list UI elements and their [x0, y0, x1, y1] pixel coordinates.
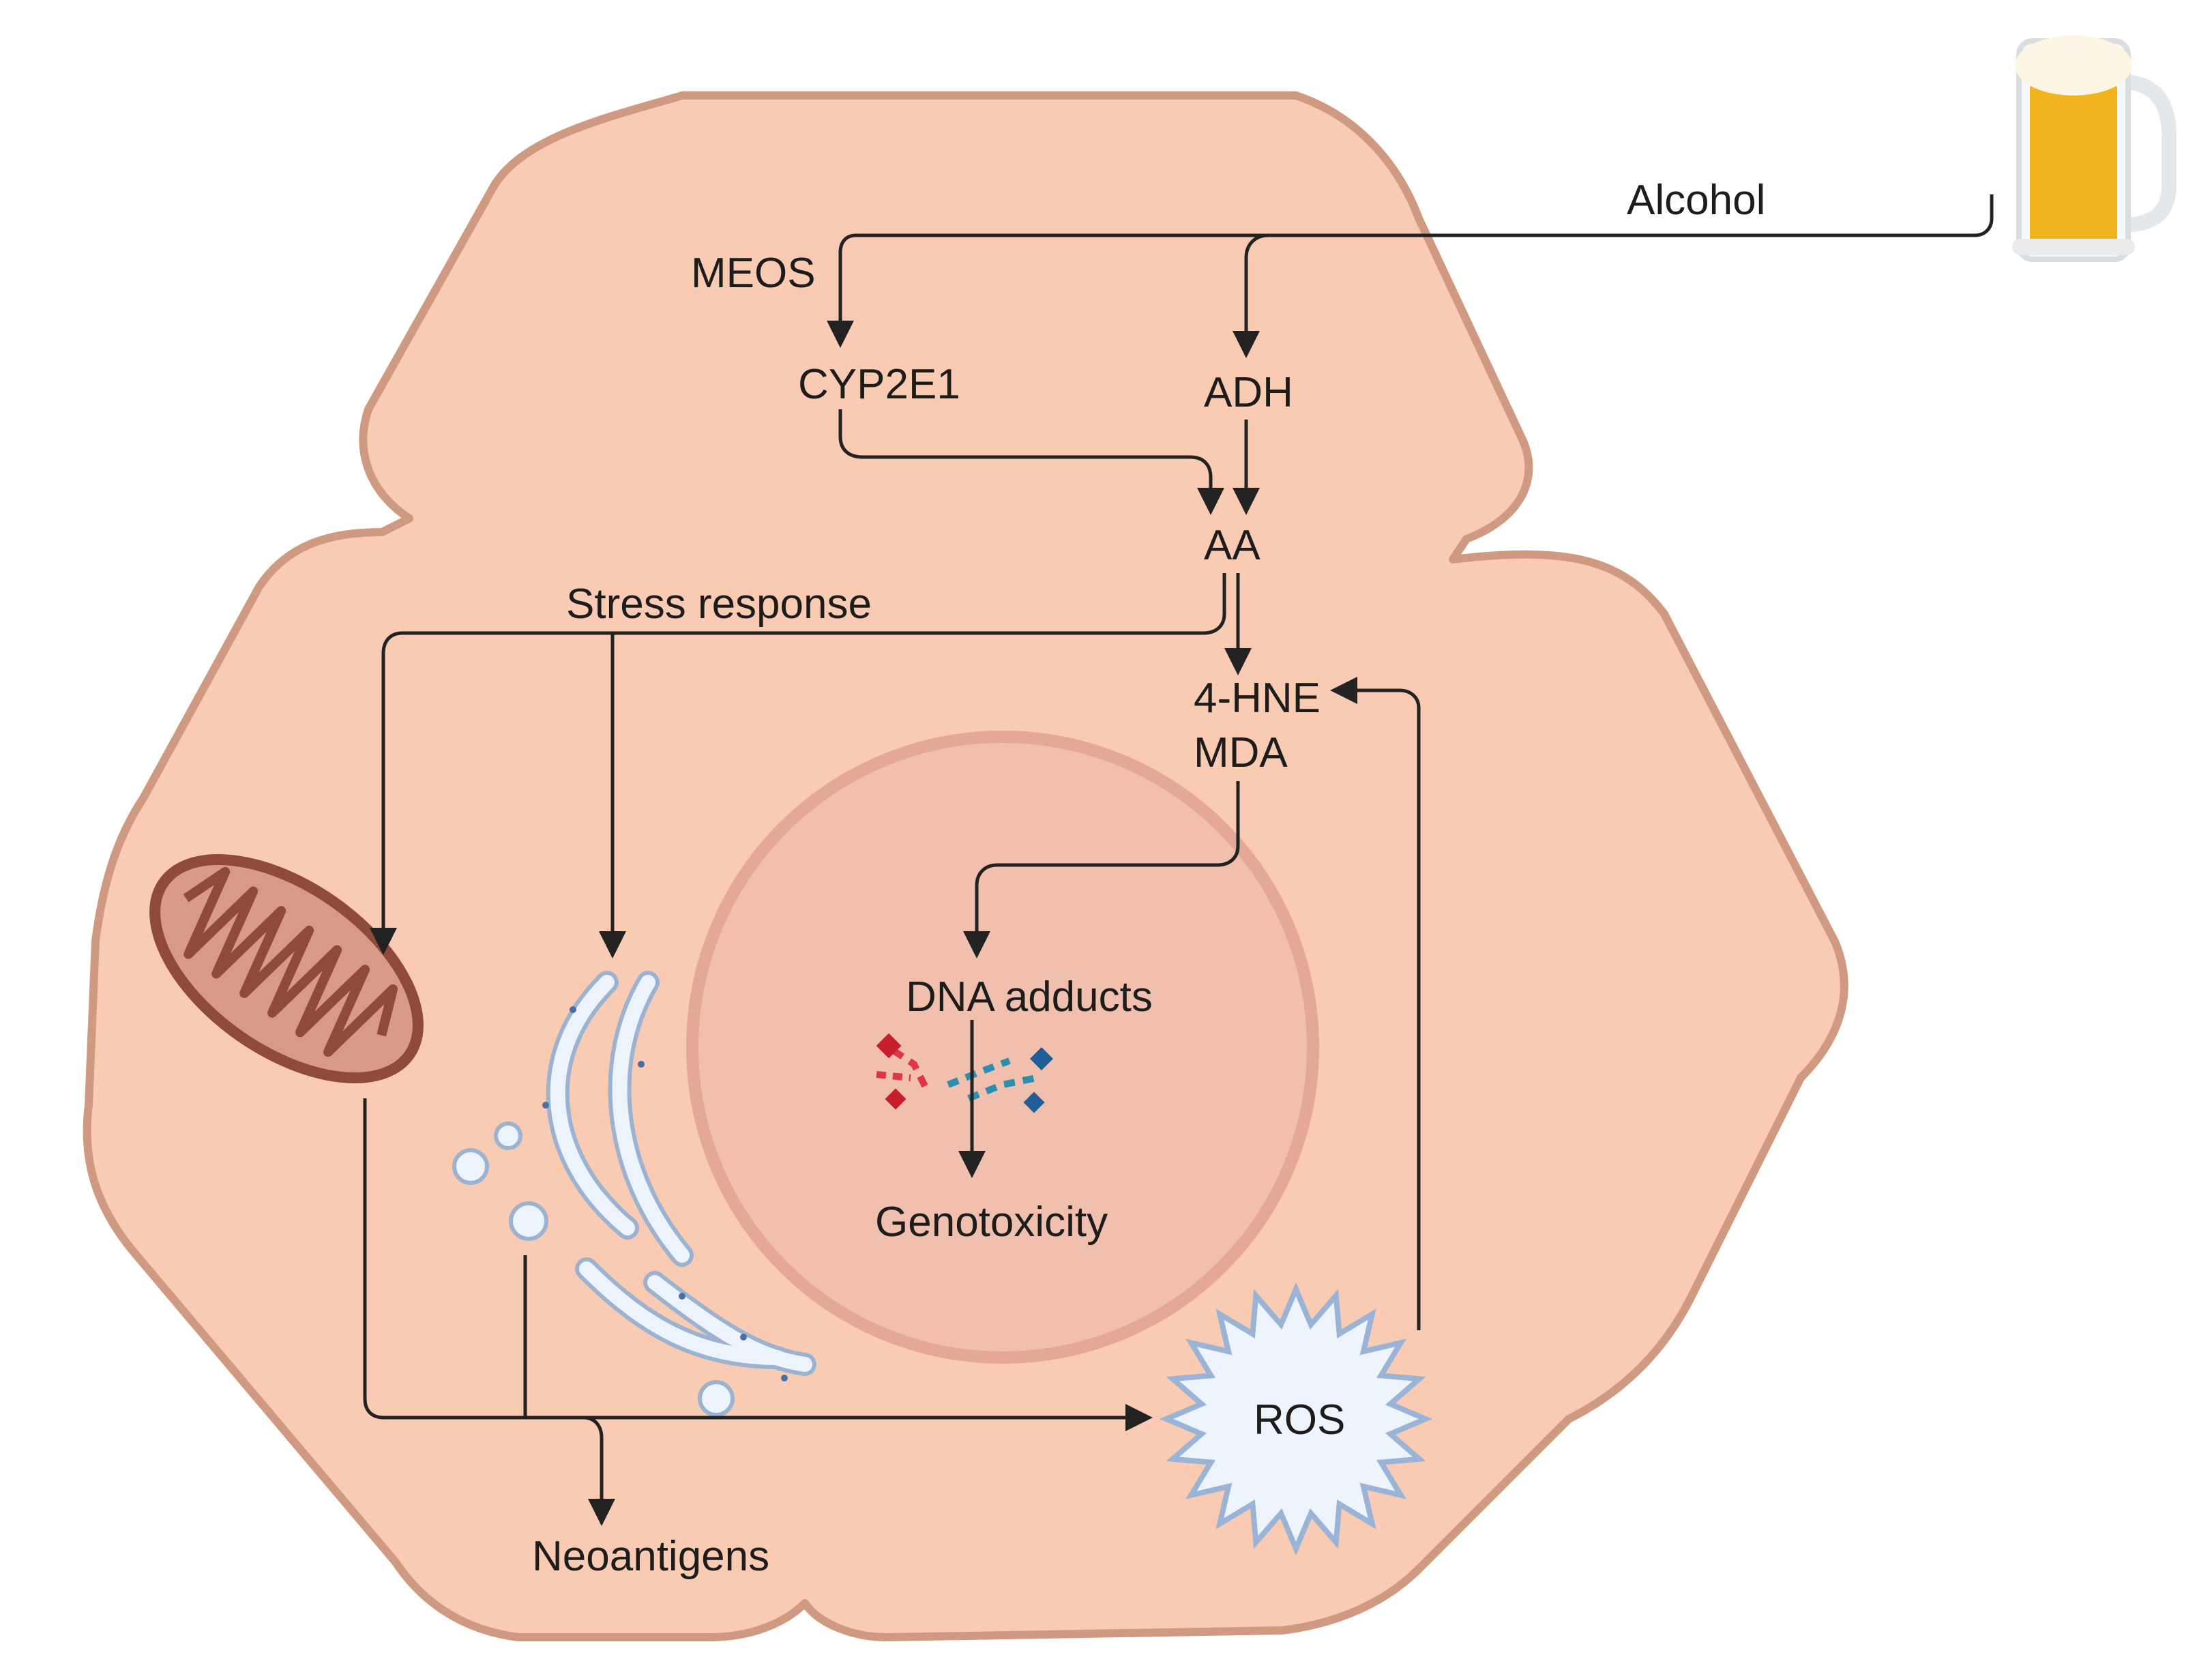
label-cyp2e1: CYP2E1 — [798, 361, 960, 408]
arrows — [363, 194, 1994, 1526]
beer-mug-icon — [2012, 35, 2177, 262]
label-meos: MEOS — [691, 250, 816, 297]
label-4-hne: 4-HNE — [1194, 675, 1321, 722]
arrow-alcohol-to-adh — [1233, 233, 1269, 358]
ros-burst — [1159, 1282, 1433, 1556]
label-alcohol: Alcohol — [1627, 177, 1765, 224]
arrow-alcohol-to-meos — [827, 194, 1994, 348]
arrow-aa-to-mitochondrion — [370, 573, 1226, 955]
label-stress-response: Stress response — [566, 581, 872, 628]
arrow-ros-to-4hne — [1330, 677, 1421, 1330]
mitochondrion — [149, 854, 424, 1083]
label-ros: ROS — [1254, 1396, 1345, 1444]
label-neoantigens: Neoantigens — [532, 1533, 769, 1580]
dna-fragment-icon — [876, 1033, 1053, 1113]
arrow-cyp2e1-to-aa — [838, 409, 1224, 515]
label-dna-adducts: DNA adducts — [906, 973, 1153, 1021]
endoplasmic-reticulum — [452, 971, 816, 1417]
arrow-er-to-neoantigens — [523, 1255, 615, 1526]
nucleus — [686, 731, 1319, 1364]
arrow-mitochondrion-to-ros — [363, 1098, 1153, 1431]
arrow-mda-to-dna-adducts — [963, 781, 1240, 958]
label-mda: MDA — [1194, 729, 1288, 776]
label-genotoxicity: Genotoxicity — [875, 1199, 1108, 1246]
label-adh: ADH — [1204, 369, 1293, 416]
label-aa: AA — [1204, 522, 1260, 569]
